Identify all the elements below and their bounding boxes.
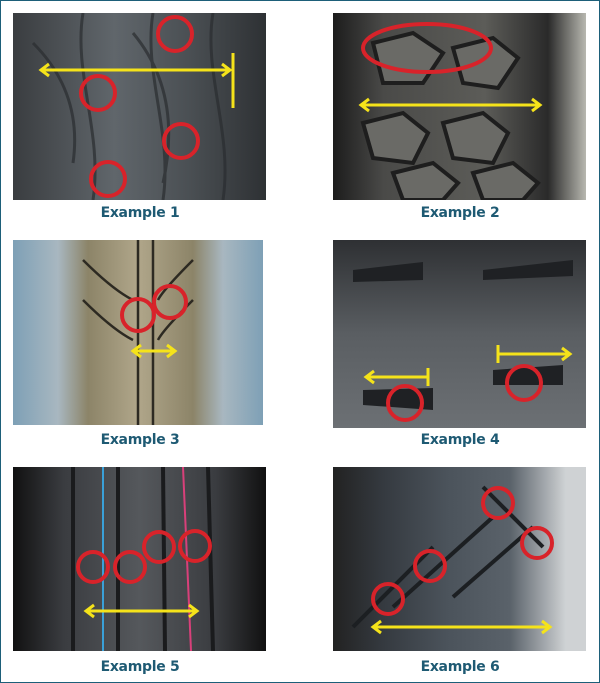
tire-photo-1	[13, 13, 266, 200]
wear-circle	[386, 384, 424, 422]
wear-circle	[178, 529, 212, 563]
wear-circle	[413, 549, 447, 583]
wear-circle	[162, 122, 200, 160]
wear-circle	[79, 74, 117, 112]
tire-photo-5	[13, 467, 266, 651]
tire-photo-4	[333, 240, 586, 428]
wear-circle	[361, 22, 493, 74]
tire-photo-3	[13, 240, 263, 425]
caption-example-4: Example 4	[420, 432, 500, 448]
caption-example-5: Example 5	[100, 659, 180, 675]
wear-circle	[505, 364, 543, 402]
wear-circle	[89, 160, 127, 198]
caption-example-6: Example 6	[420, 659, 500, 675]
caption-example-1: Example 1	[100, 205, 180, 221]
wear-circle	[142, 530, 176, 564]
wear-circle	[481, 486, 515, 520]
wear-circle	[120, 297, 156, 333]
wear-circle	[520, 526, 554, 560]
annotations-4	[353, 260, 573, 422]
tire-photo-6	[333, 467, 586, 651]
annotations-6	[351, 485, 554, 635]
wear-circle	[152, 284, 188, 320]
wear-circle	[76, 550, 110, 584]
wear-circle	[113, 550, 147, 584]
tire-photo-2	[333, 13, 586, 200]
annotations-5	[71, 467, 215, 651]
annotations-2	[358, 22, 543, 200]
wear-circle	[156, 15, 194, 53]
annotations-1	[31, 13, 235, 200]
caption-example-2: Example 2	[420, 205, 500, 221]
caption-example-3: Example 3	[100, 432, 180, 448]
annotations-3	[82, 240, 194, 425]
wear-circle	[371, 582, 405, 616]
